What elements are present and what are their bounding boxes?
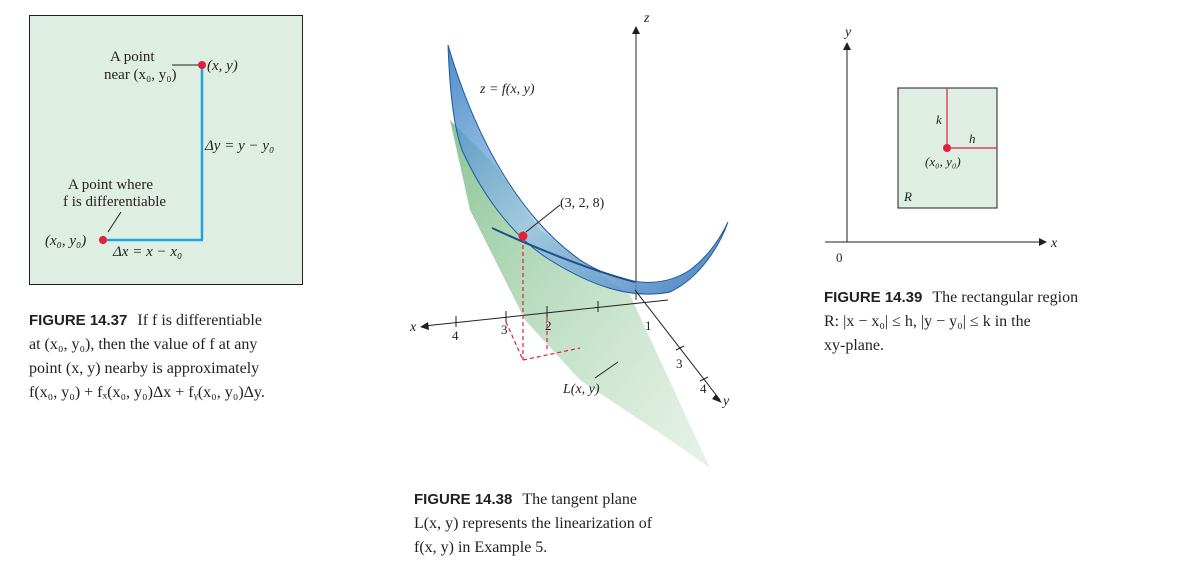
- caption-line: If f is differentiable: [137, 312, 262, 329]
- delta-x-label: Δx = x − x₀: [113, 244, 183, 260]
- x-tick-label: 4: [452, 328, 459, 343]
- origin-label: 0: [836, 250, 843, 265]
- center-dot: [943, 144, 951, 152]
- h-label: h: [969, 131, 976, 146]
- tangent-point-dot: [518, 231, 528, 241]
- near-point-label-line1: A point: [110, 49, 155, 65]
- caption-head: FIGURE 14.37: [29, 312, 128, 329]
- caption-line: f(x, y) in Example 5.: [414, 539, 548, 556]
- x-axis: [423, 299, 669, 327]
- caption-line: L(x, y) represents the linearization of: [414, 515, 653, 532]
- x0y0-label: (x₀, y₀): [45, 233, 87, 249]
- y-tick-label: 4: [700, 381, 707, 396]
- y-tick: [699, 376, 709, 382]
- y-axis: [634, 289, 721, 401]
- caption-head: FIGURE 14.39: [824, 289, 923, 306]
- diff-point-label-line2: f is differentiable: [63, 194, 167, 210]
- x-axis-arrow: [420, 322, 429, 330]
- y-axis-arrow: [712, 394, 722, 403]
- projection-x: [505, 321, 524, 361]
- x-tick-label: 3: [501, 322, 508, 337]
- plane-label-leader: [594, 361, 619, 379]
- surface-curve: [491, 227, 636, 283]
- caption-line: at (x₀, y₀), then the value of f at any: [29, 336, 258, 353]
- x-axis-arrow: [1039, 238, 1047, 246]
- figure-14-38-diagram: z x y z = f(x, y) (3, 2, 8) L(x, y) 4 3 …: [409, 11, 730, 468]
- z-axis-label: z: [643, 11, 650, 26]
- base-point-dot: [99, 236, 107, 244]
- surface: [447, 44, 729, 295]
- diff-point-leader: [107, 211, 122, 233]
- region-label: R: [903, 189, 912, 204]
- caption-line: The rectangular region: [932, 289, 1079, 306]
- z-axis-arrow: [632, 26, 640, 34]
- caption-head: FIGURE 14.38: [414, 491, 513, 508]
- y-tick: [675, 345, 685, 351]
- x-tick-label: 1: [645, 318, 652, 333]
- near-point-dot: [198, 61, 206, 69]
- center-label: (x₀, y₀): [925, 154, 961, 169]
- figure-14-37-caption: FIGURE 14.37 If f is differentiable at (x…: [29, 309, 329, 405]
- y-tick-label: 3: [676, 356, 683, 371]
- figure-14-39-caption: FIGURE 14.39 The rectangular region R: |x…: [824, 286, 1144, 358]
- plane-label: L(x, y): [562, 382, 600, 397]
- caption-line: xy-plane.: [824, 337, 884, 354]
- y-axis-arrow: [843, 42, 851, 50]
- delta-y-label: Δy = y − y₀: [205, 138, 275, 154]
- near-point-label-line2: near (x₀, y₀): [104, 67, 177, 83]
- k-label: k: [936, 112, 942, 127]
- figure-14-39-diagram: y x 0 k h (x₀, y₀) R: [825, 25, 1058, 265]
- diff-point-label-line1: A point where: [68, 177, 153, 193]
- tangent-point-leader: [525, 204, 561, 233]
- y-axis-label: y: [843, 25, 852, 40]
- xy-label: (x, y): [207, 58, 238, 74]
- caption-line: R: |x − x₀| ≤ h, |y − y₀| ≤ k in the: [824, 313, 1031, 330]
- x-axis-label: x: [409, 320, 417, 335]
- figure-14-37-lines: [103, 64, 204, 242]
- x-tick-label: 2: [545, 318, 552, 333]
- surface-label: z = f(x, y): [479, 82, 535, 97]
- point-label: (3, 2, 8): [560, 196, 605, 211]
- projection-y: [522, 347, 581, 361]
- x-axis-label: x: [1050, 236, 1058, 251]
- caption-line: point (x, y) nearby is approximately: [29, 360, 260, 377]
- caption-line: f(x₀, y₀) + fₓ(x₀, y₀)Δx + fᵧ(x₀, y₀)Δy.: [29, 384, 265, 401]
- figure-14-38-caption: FIGURE 14.38 The tangent plane L(x, y) re…: [414, 488, 734, 560]
- y-axis-label: y: [721, 394, 730, 409]
- caption-line: The tangent plane: [522, 491, 637, 508]
